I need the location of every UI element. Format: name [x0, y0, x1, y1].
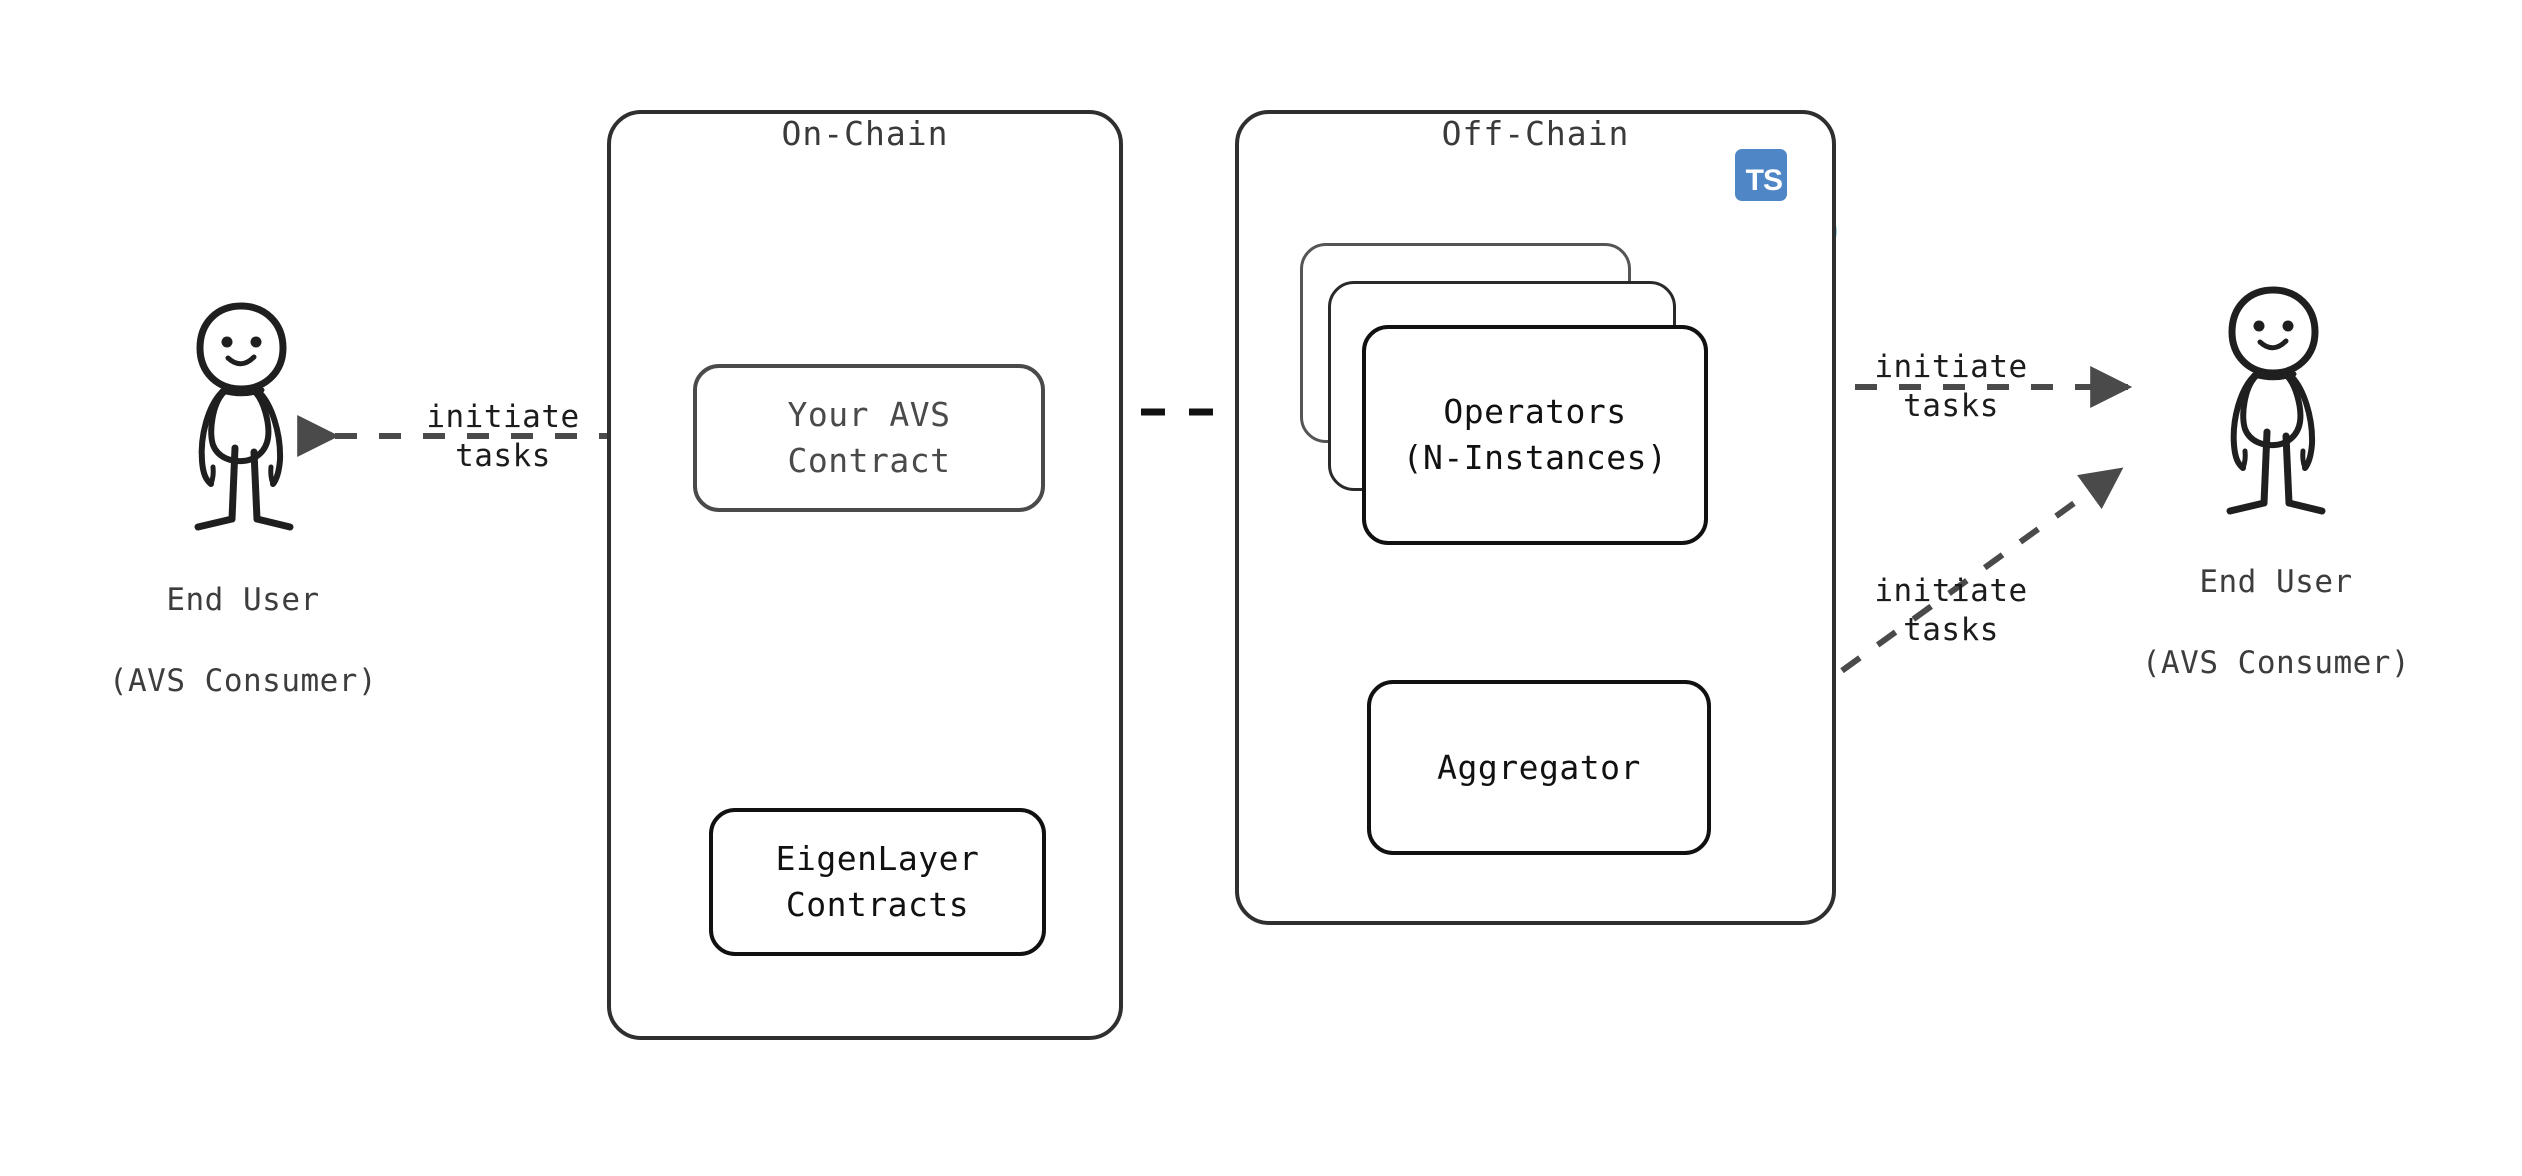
left-user-figure: [194, 302, 294, 531]
node-operators[interactable]: Operators (N-Instances): [1362, 325, 1708, 545]
typescript-logo: TS: [1735, 149, 1787, 201]
edge-label-aggregator-to-user: initiate tasks: [1874, 573, 2028, 648]
node-your-avs-contract[interactable]: Your AVS Contract: [693, 364, 1045, 512]
right-user-figure: [2226, 286, 2326, 515]
edge-label-user-to-avs: initiate tasks: [426, 399, 580, 474]
left-user-name: End User: [166, 582, 320, 619]
panel-off-chain-title: Off-Chain: [1441, 114, 1630, 153]
right-user-name: End User: [2199, 564, 2353, 601]
right-user-label: End User (AVS Consumer): [2078, 522, 2474, 723]
left-user-role: (AVS Consumer): [108, 662, 378, 699]
panel-on-chain-title: On-Chain: [781, 114, 949, 153]
edge-label-operators-to-user: initiate tasks: [1874, 349, 2028, 424]
left-user-label: End User (AVS Consumer): [45, 540, 441, 741]
node-eigenlayer-contracts[interactable]: EigenLayer Contracts: [709, 808, 1046, 956]
right-user-role: (AVS Consumer): [2141, 644, 2411, 681]
node-aggregator[interactable]: Aggregator: [1367, 680, 1711, 855]
